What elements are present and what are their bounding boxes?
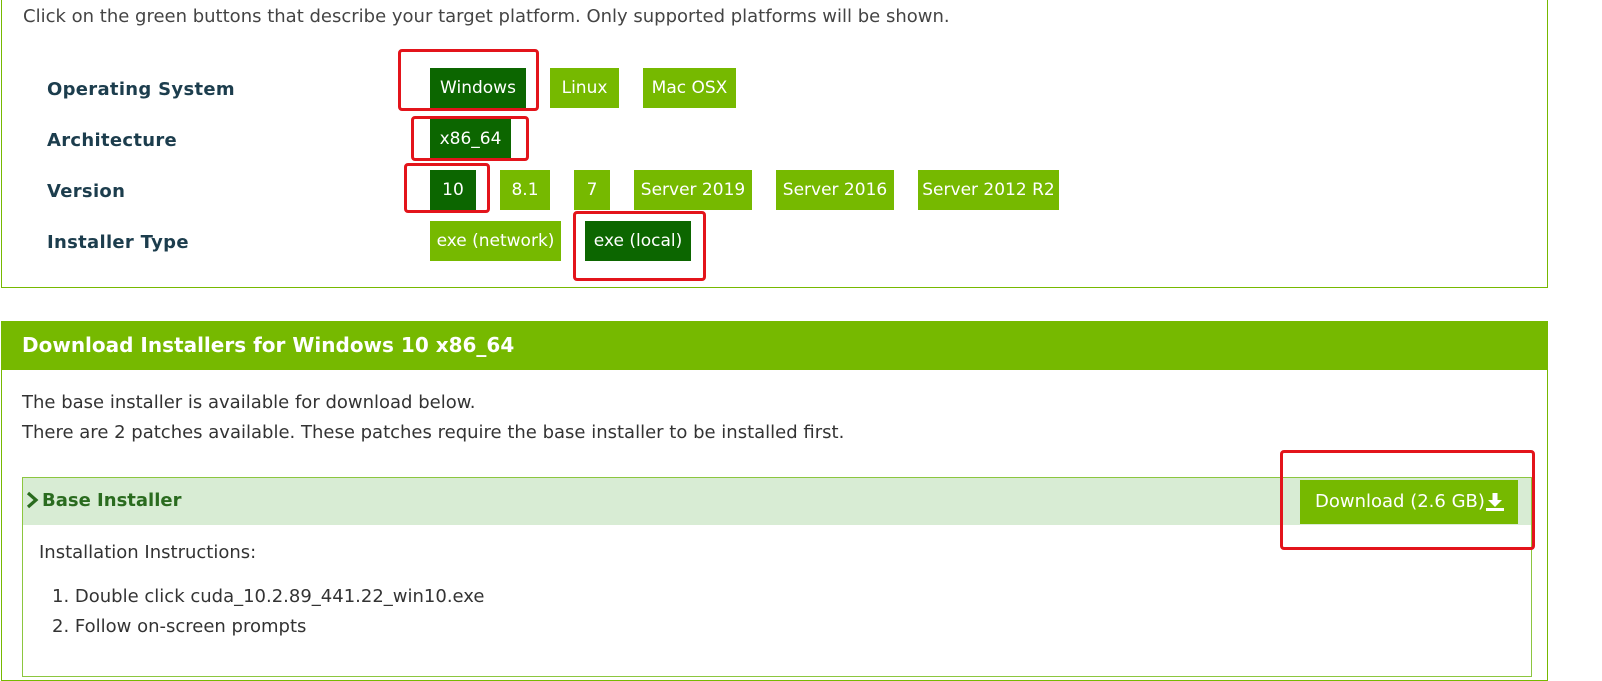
download-header: Download Installers for Windows 10 x86_6… xyxy=(2,322,1547,370)
version-option-server-2016[interactable]: Server 2016 xyxy=(776,170,894,210)
os-option-macosx[interactable]: Mac OSX xyxy=(643,68,736,108)
os-option-windows[interactable]: Windows xyxy=(430,68,526,108)
arch-label: Architecture xyxy=(47,130,178,151)
version-option-server-2019[interactable]: Server 2019 xyxy=(634,170,752,210)
chevron-right-icon xyxy=(26,491,39,509)
version-option-8-1[interactable]: 8.1 xyxy=(500,170,550,210)
installer-type-label: Installer Type xyxy=(47,232,189,253)
arch-option-x86-64[interactable]: x86_64 xyxy=(430,119,511,159)
instruction-step-1: 1. Double click cuda_10.2.89_441.22_win1… xyxy=(52,586,485,607)
download-icon xyxy=(1486,493,1504,511)
version-option-7[interactable]: 7 xyxy=(574,170,610,210)
download-title: Download Installers for Windows 10 x86_6… xyxy=(22,333,515,357)
installer-option-exe-local[interactable]: exe (local) xyxy=(585,221,691,261)
info-line-base: The base installer is available for down… xyxy=(22,392,476,413)
version-option-server-2012-r2[interactable]: Server 2012 R2 xyxy=(918,170,1059,210)
installer-option-exe-network[interactable]: exe (network) xyxy=(430,221,561,261)
installation-instructions-heading: Installation Instructions: xyxy=(39,542,257,563)
base-installer-section: Base Installer Download (2.6 GB) Install… xyxy=(22,477,1532,677)
download-button-label: Download (2.6 GB) xyxy=(1315,491,1485,512)
info-line-patches: There are 2 patches available. These pat… xyxy=(22,422,845,443)
selector-intro-text: Click on the green buttons that describe… xyxy=(23,6,950,27)
instruction-step-2: 2. Follow on-screen prompts xyxy=(52,616,307,637)
version-option-10[interactable]: 10 xyxy=(430,170,476,210)
download-installers-panel: Download Installers for Windows 10 x86_6… xyxy=(1,321,1548,681)
platform-selector-panel: Click on the green buttons that describe… xyxy=(1,0,1548,288)
version-label: Version xyxy=(47,181,126,202)
os-option-linux[interactable]: Linux xyxy=(550,68,619,108)
base-installer-header[interactable]: Base Installer Download (2.6 GB) xyxy=(23,478,1531,525)
os-label: Operating System xyxy=(47,79,235,100)
download-button[interactable]: Download (2.6 GB) xyxy=(1300,480,1518,524)
base-installer-title: Base Installer xyxy=(42,490,182,511)
